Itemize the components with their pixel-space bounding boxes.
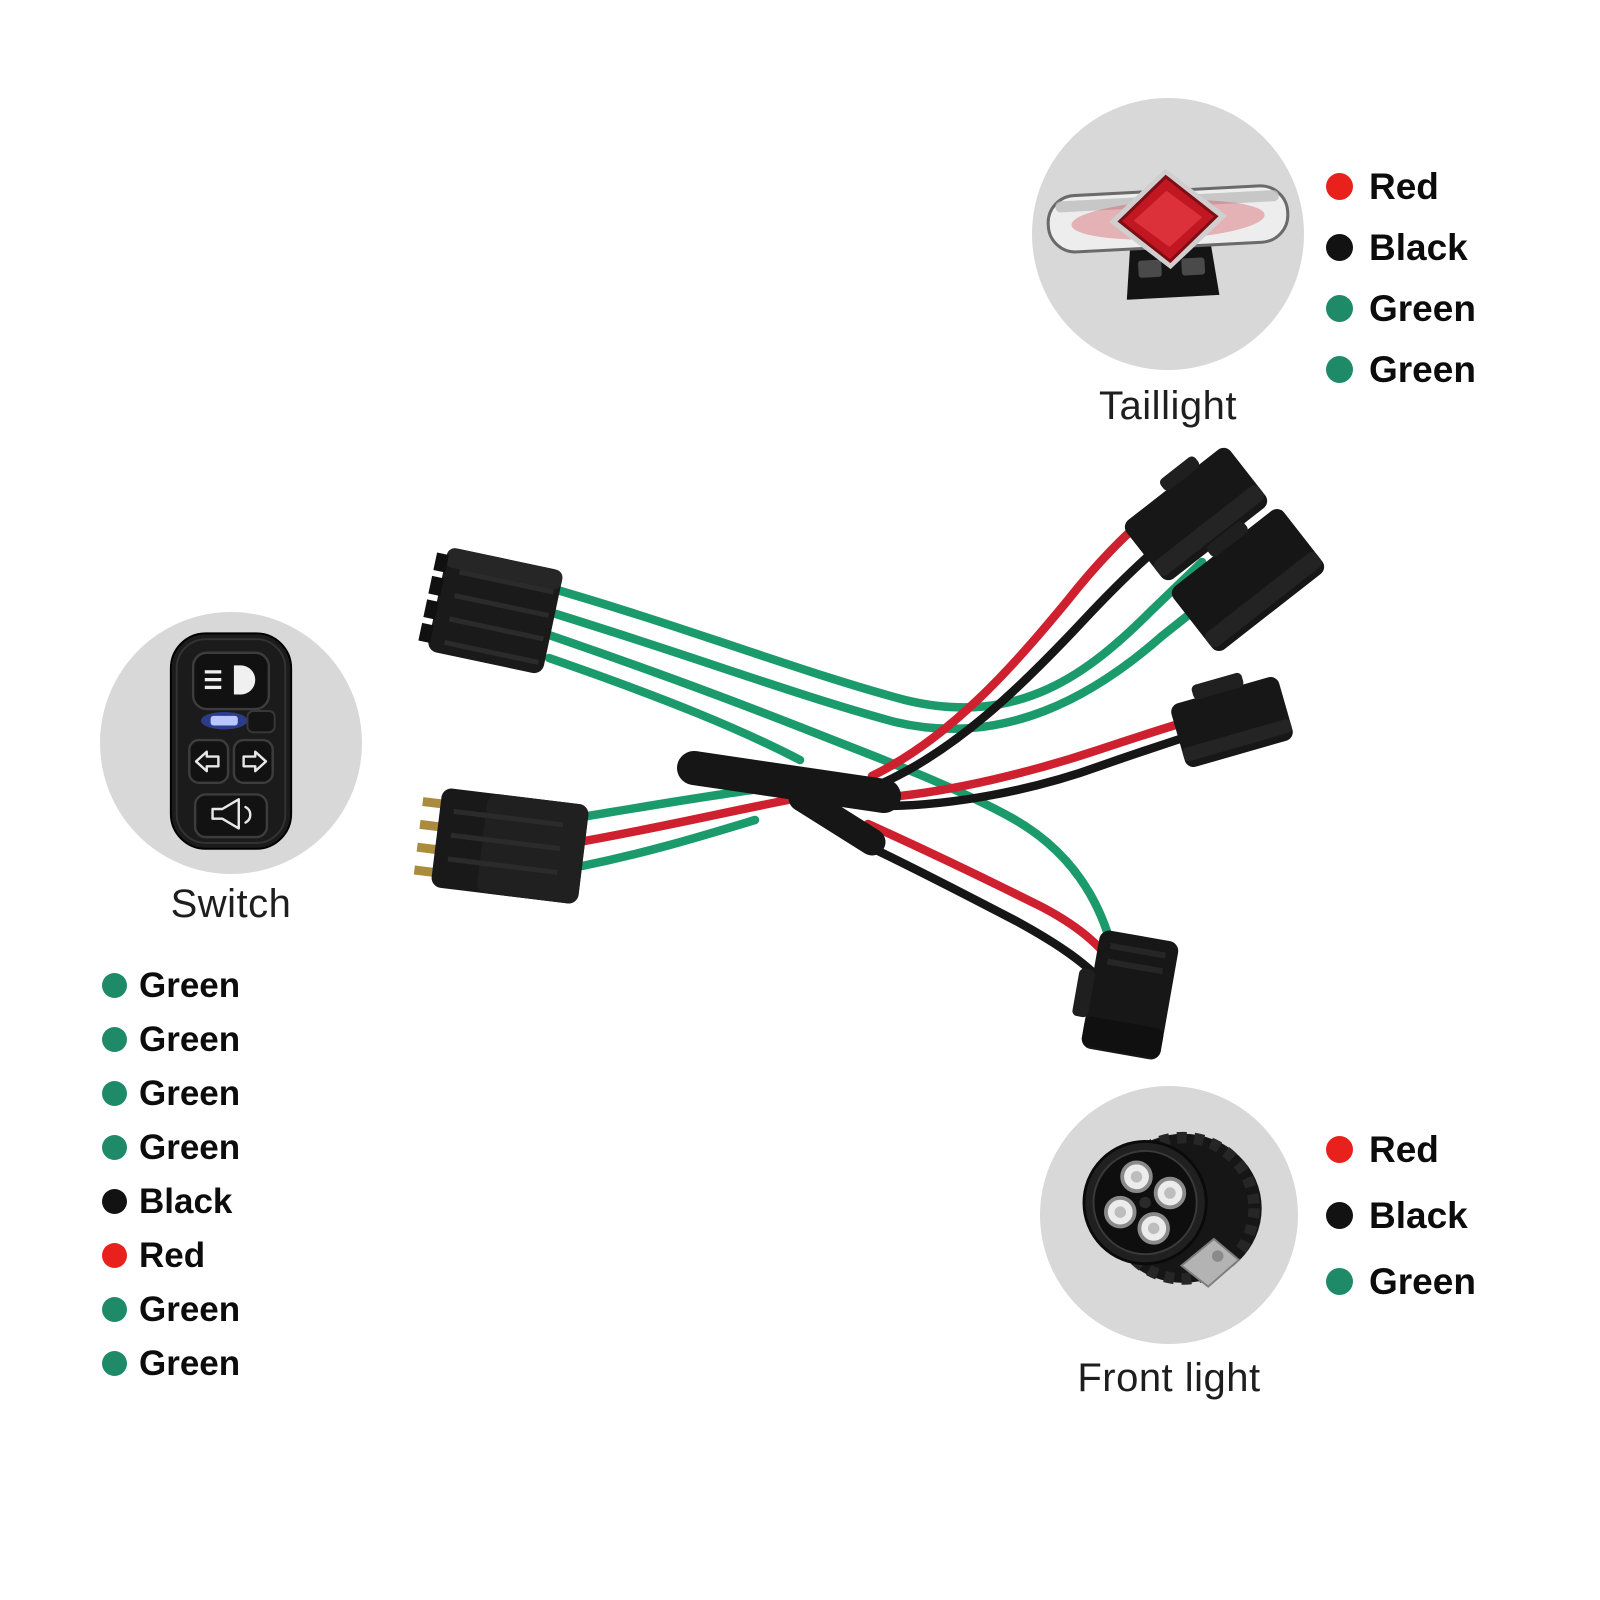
wire-color-name: Green [139,1019,241,1059]
taillight-mount-bracket [1126,242,1220,300]
wire-color-name: Green [139,1343,241,1383]
taillight-image [1046,168,1290,300]
front-light-wire-legend: Red Black Green [1326,1116,1476,1314]
black-wire [871,539,1167,791]
wire-color-name: Green [1369,288,1476,329]
connectors [413,447,1325,1060]
headlight-beam-icon [204,665,256,695]
black-wire [877,725,1213,811]
wire-color-name: Green [139,1289,241,1329]
mode-button [246,710,276,734]
switch-photo-circle [100,612,362,874]
front-light-label: Front light [1077,1356,1261,1400]
green-wire [535,557,1207,712]
wire-color-name: Green [1369,349,1476,390]
wire-color-name: Red [1369,1128,1439,1170]
taillight-wire-legend: Red Black Green Green [1326,156,1476,400]
legend-item: Red [102,1228,240,1282]
wire-color-name: Green [139,965,241,1005]
legend-item: Green [1326,278,1476,339]
blue-indicator-led [200,711,248,730]
switch-image [169,632,293,850]
heat-shrink-tube [677,751,901,813]
legend-item: Green [102,1336,240,1390]
legend-item: Black [1326,217,1476,278]
right-turn-button [232,738,274,784]
wire-color-name: Green [139,1127,241,1167]
red-diamond-lens [1109,168,1227,270]
wire-color-dot [102,1080,127,1106]
connector-frontlight [1072,930,1179,1060]
legend-item: Green [102,1120,240,1174]
headlight-button [191,651,271,711]
heat-shrink-tube [788,784,886,856]
legend-item: Red [1326,156,1476,217]
switch-wire-legend: Green Green Green Green Black Red Green [102,958,240,1390]
black-wire [867,843,1115,995]
wire-color-dot [1326,1135,1353,1163]
front-light-face [1082,1139,1208,1266]
wire-color-name: Black [1369,227,1468,268]
red-wire [875,711,1210,803]
wire-color-dot [102,1026,127,1052]
legend-item: Green [102,1282,240,1336]
wire-color-name: Black [139,1181,233,1221]
wires [535,507,1225,995]
green-wire [571,785,757,823]
connector-switch-b [413,788,589,904]
wire-color-dot [102,1188,127,1214]
green-wire [577,815,760,871]
wire-color-name: Red [139,1235,206,1275]
red-wire [863,819,1125,980]
legend-item: Black [102,1174,240,1228]
connector-2pin [1171,672,1293,768]
legend-item: Green [102,1066,240,1120]
taillight-photo-circle [1032,98,1304,370]
connector-taillight-b [1171,509,1325,651]
legend-item: Red [1326,1116,1476,1182]
connector-taillight-a [1124,447,1268,581]
connector-switch-a [418,548,563,674]
wire-color-dot [1326,295,1353,322]
legend-item: Green [102,1012,240,1066]
wire-color-dot [1326,173,1353,200]
horn-button [193,793,269,839]
horn-icon [211,798,240,830]
wire-color-dot [1326,234,1353,261]
legend-item: Green [1326,1248,1476,1314]
splice-tubes [677,751,901,856]
green-wire [544,653,805,765]
wire-color-name: Red [1369,166,1439,207]
legend-item: Black [1326,1182,1476,1248]
legend-item: Green [1326,339,1476,400]
wire-color-dot [102,972,127,998]
wire-color-dot [1326,1267,1353,1295]
wire-color-dot [102,1296,127,1322]
wire-color-name: Green [139,1073,241,1113]
left-arrow-icon [194,750,220,773]
wire-color-dot [102,1134,127,1160]
wire-color-name: Green [1369,1260,1476,1302]
front-light-image [1082,1131,1262,1288]
wire-color-dot [102,1242,127,1268]
wire-color-dot [1326,356,1353,383]
wire-color-dot [1326,1201,1353,1229]
switch-label: Switch [170,882,292,926]
led-lens [1104,1160,1187,1245]
green-wire [538,585,1225,734]
taillight-label: Taillight [1099,384,1237,428]
left-turn-button [188,738,230,784]
wire-color-dot [102,1350,127,1376]
red-wire [867,507,1157,781]
right-arrow-icon [242,750,268,773]
legend-item: Green [102,958,240,1012]
wire-color-name: Black [1369,1194,1468,1236]
red-wire [574,795,793,847]
front-light-photo-circle [1040,1086,1298,1344]
front-light-bracket [1179,1237,1241,1288]
